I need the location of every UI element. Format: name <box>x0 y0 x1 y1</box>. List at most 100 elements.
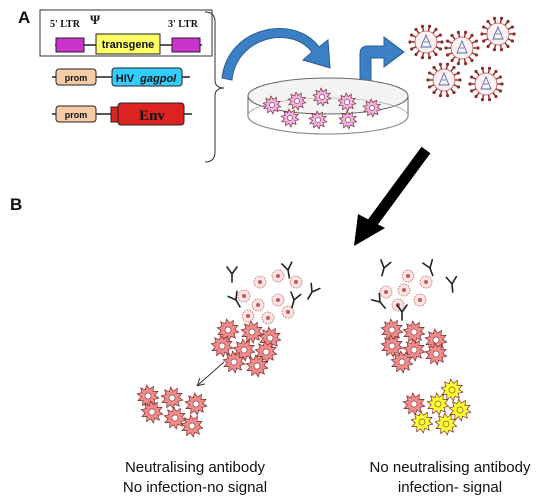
target-cell <box>254 340 278 364</box>
antibody-icon <box>380 259 392 277</box>
envelope-construct: prom Env <box>52 102 192 126</box>
virion <box>468 66 504 102</box>
transfer-vector: 5' LTR Ψ 3' LTR transgene <box>39 9 213 57</box>
infected-cell <box>410 410 434 434</box>
prom-label-1: prom <box>65 73 88 83</box>
env-box <box>117 102 185 126</box>
no-neutralising-scene <box>370 258 472 436</box>
antibody-icon <box>290 291 302 309</box>
caption-left-line2: No infection-no signal <box>122 479 268 496</box>
target-cell <box>402 338 426 362</box>
pseudovirus <box>397 283 411 297</box>
ltr5-box <box>55 37 85 53</box>
target-cell <box>232 338 256 362</box>
psi-symbol: Ψ <box>90 12 101 27</box>
hiv-gagpol-box <box>111 67 183 87</box>
target-cell <box>258 326 282 350</box>
dish-cell <box>308 110 328 130</box>
panel-label-a: A <box>18 8 30 27</box>
prom-box-1 <box>55 68 97 86</box>
target-cell <box>380 318 404 342</box>
antibody-icon <box>370 292 386 309</box>
prom-label-2: prom <box>65 110 88 120</box>
uninfected-cell <box>180 414 204 438</box>
antibody-icon <box>445 275 458 293</box>
target-cell <box>216 318 240 342</box>
ltr3-box <box>171 37 201 53</box>
caption-right: No neutralising antibody infection- sign… <box>355 458 545 497</box>
diagonal-arrow <box>365 146 431 230</box>
dish-cell <box>312 87 332 107</box>
target-cell <box>245 354 269 378</box>
panel-label-b: B <box>10 195 22 214</box>
thin-arrow <box>198 361 225 385</box>
pseudovirus <box>241 309 255 323</box>
transgene-label: transgene <box>102 39 155 51</box>
pseudovirus <box>237 289 251 303</box>
infected-cell <box>426 392 450 416</box>
pseudovirus <box>281 305 295 319</box>
diagonal-arrow-head <box>354 214 385 246</box>
pseudovirus <box>419 275 433 289</box>
pseudovirus <box>391 298 405 312</box>
target-cell <box>210 334 234 358</box>
antibody-icon <box>422 258 434 277</box>
dish-cell <box>287 91 307 111</box>
curved-arrow-icon <box>221 28 331 81</box>
pseudovirus <box>379 285 393 299</box>
bent-arrow-icon <box>359 36 405 83</box>
pseudovirus <box>253 275 267 289</box>
caption-left-line1: Neutralising antibody <box>124 459 266 476</box>
dish-cell <box>337 92 357 112</box>
uninfected-cell <box>184 392 208 416</box>
uninfected-cell <box>140 400 164 424</box>
curly-brace <box>204 11 225 163</box>
caption-left: Neutralising antibody No infection-no si… <box>105 458 285 497</box>
petri-dish <box>247 77 409 135</box>
pseudovirus <box>261 311 275 325</box>
uninfected-cell <box>402 392 426 416</box>
antibody-icon <box>226 266 238 283</box>
target-cell <box>222 350 246 374</box>
hiv-label: HIV <box>116 73 135 85</box>
gagpol-label: gagpol <box>139 73 177 85</box>
virion-cluster <box>408 16 516 102</box>
pseudovirus <box>413 293 427 307</box>
infected-cell <box>434 412 458 436</box>
transgene-box <box>95 33 161 55</box>
uninfected-cell <box>160 386 184 410</box>
dish-cell <box>362 98 382 118</box>
pseudovirus <box>271 269 285 283</box>
prom-box-2 <box>55 105 97 123</box>
antibody-icon <box>227 290 241 308</box>
dish-cell <box>262 95 282 115</box>
packaging-construct: prom HIV gagpol <box>52 67 190 87</box>
target-cell <box>240 320 264 344</box>
antibody-icon <box>281 261 293 279</box>
virion <box>444 30 480 66</box>
env-label: Env <box>139 108 165 124</box>
uninfected-cell <box>163 406 187 430</box>
pseudovirus <box>401 269 415 283</box>
dish-cell <box>280 108 300 128</box>
svg-text:HIV gagpol: HIV gagpol <box>116 73 177 85</box>
virion <box>426 62 462 98</box>
target-cell <box>424 342 448 366</box>
infected-cell <box>440 378 464 402</box>
infected-cell <box>448 398 472 422</box>
caption-right-line2: infection- signal <box>397 479 503 496</box>
virion <box>408 24 444 60</box>
neutralising-scene <box>136 261 321 438</box>
antibody-icon <box>396 304 408 321</box>
pseudovirus <box>289 275 303 289</box>
caption-right-line1: No neutralising antibody <box>369 459 531 476</box>
target-cell <box>402 320 426 344</box>
ltr3-label: 3' LTR <box>168 19 199 30</box>
dish-cell <box>338 110 358 130</box>
antibody-icon <box>307 282 321 300</box>
virion <box>480 16 516 52</box>
pseudovirus <box>251 298 265 312</box>
target-cell <box>390 350 414 374</box>
ltr5-label: 5' LTR <box>50 19 81 30</box>
